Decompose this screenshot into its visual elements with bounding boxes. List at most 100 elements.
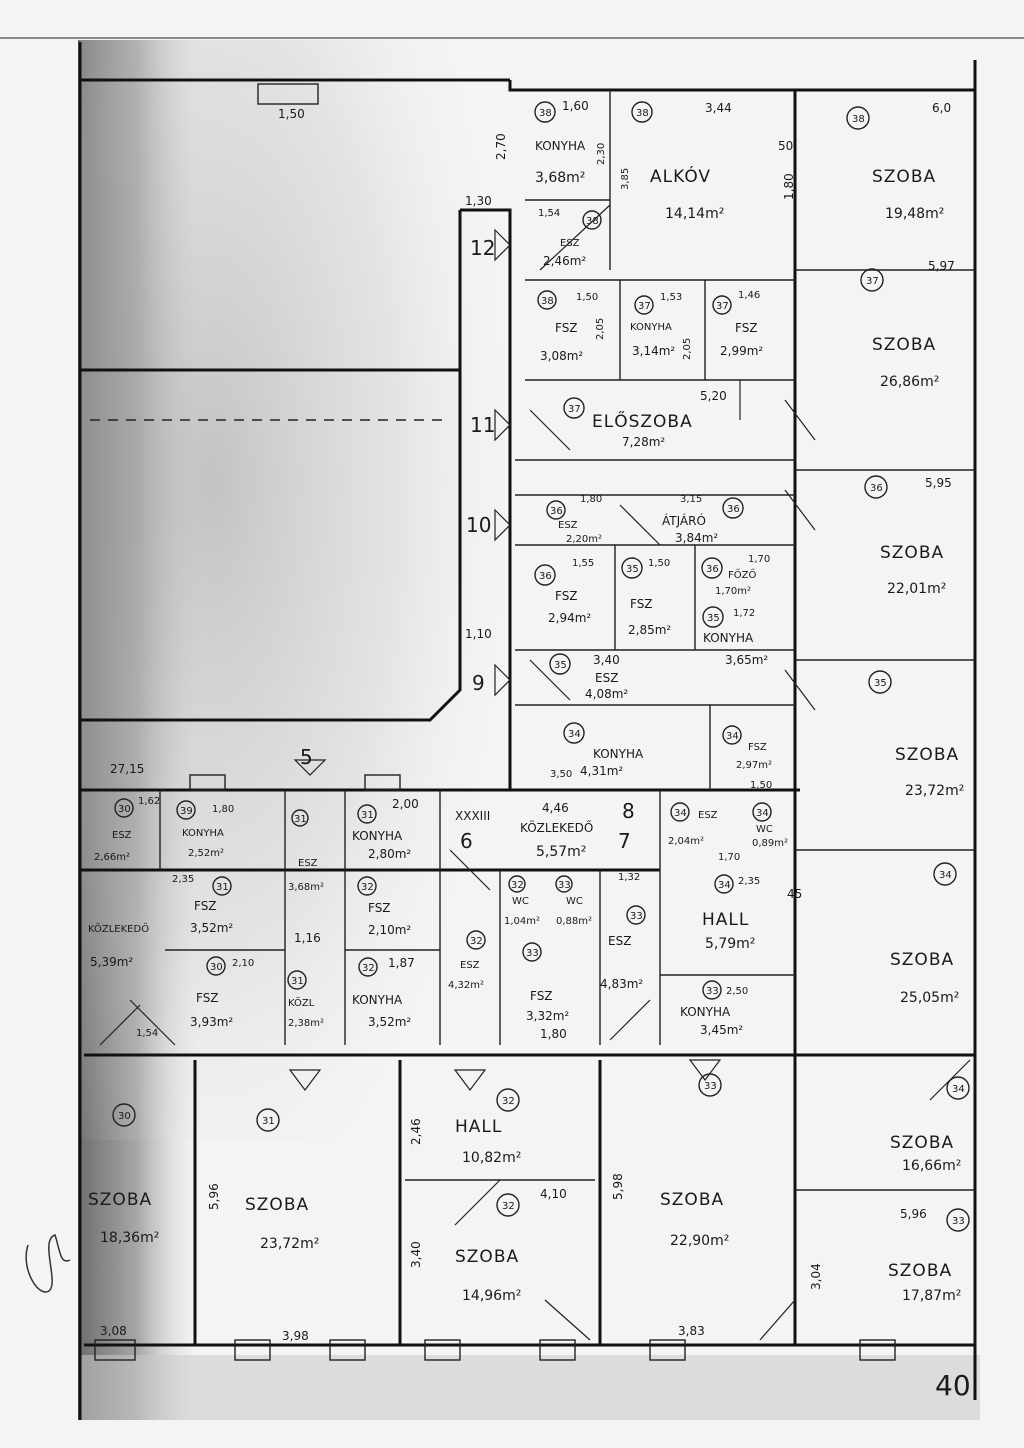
room-area: 3,14m² <box>632 344 675 358</box>
room-area: 5,79m² <box>705 936 755 952</box>
room-number: 34 <box>952 1084 965 1095</box>
room-dim: 1,80 <box>212 804 234 815</box>
room-dim: 3,40 <box>593 653 620 667</box>
stair-label-7: 7 <box>618 829 631 853</box>
room-35-fsz: 35 1,50 FSZ 2,85m² <box>621 557 671 637</box>
room-number: 31 <box>291 976 304 987</box>
room-32-esz: 32 ESZ 4,32m² <box>448 930 486 991</box>
room-name: KONYHA <box>535 139 586 153</box>
room-dim: 2,35 <box>172 874 194 885</box>
room-number: 37 <box>638 301 651 312</box>
room-name: FSZ <box>555 321 578 335</box>
room-area: 4,32m² <box>448 980 484 991</box>
room-name: ESZ <box>298 858 318 869</box>
room-dim: 3,50 <box>550 769 572 780</box>
room-number: 33 <box>526 948 539 959</box>
room-area: 3,52m² <box>190 921 233 935</box>
room-name: FŐZŐ <box>728 567 756 581</box>
room-area: 4,08m² <box>585 687 628 701</box>
room-area: 3,84m² <box>675 531 718 545</box>
room-name: SZOBA <box>888 1261 952 1281</box>
room-33-wc: 33 WC 0,88m² <box>555 875 592 927</box>
room-name: ESZ <box>560 238 580 249</box>
room-number: 35 <box>874 678 887 689</box>
room-36-fsz: 36 1,55 FSZ 2,94m² <box>534 558 594 625</box>
room-name: SZOBA <box>660 1190 724 1210</box>
room-dim: 1,87 <box>388 956 415 970</box>
stair-label-5: 5 <box>300 745 313 769</box>
room-34-szoba: 34 SZOBA 25,05m² <box>890 862 959 1006</box>
room-area: 2,94m² <box>548 611 591 625</box>
room-dim: 6,0 <box>932 101 951 115</box>
misc-dimensions: 1,50 1,30 2,70 1,10 27,15 50 1,80 45 3,0… <box>100 107 927 1343</box>
room-area: 5,57m² <box>536 844 586 860</box>
room-number: 38 <box>852 114 865 125</box>
dim-383: 3,83 <box>678 1324 705 1338</box>
room-36-atjaro: 36 3,15 ÁTJÁRÓ 3,84m² <box>662 494 744 545</box>
room-area: 19,48m² <box>885 206 944 222</box>
room-number: 34 <box>568 729 581 740</box>
room-kozlekedo: 4,46 KÖZLEKEDŐ 5,57m² <box>520 801 593 860</box>
room-31-kozl: 31 1,16 KÖZL 2,38m² <box>287 931 324 1029</box>
room-area: 3,68m² <box>288 882 324 893</box>
room-name: ESZ <box>558 520 578 531</box>
dim-308: 3,08 <box>100 1324 127 1338</box>
room-number: 33 <box>706 986 719 997</box>
room-34-hall: 34 2,35 HALL 5,79m² <box>702 874 760 952</box>
room-dim: 1,55 <box>572 558 594 569</box>
dim-130: 1,30 <box>465 194 492 208</box>
room-number: 34 <box>674 808 687 819</box>
room-name: KONYHA <box>182 828 224 839</box>
room-name: SZOBA <box>880 543 944 563</box>
room-dim: 2,35 <box>738 876 760 887</box>
room-38-fsz: 38 1,50 FSZ 3,08m² 2,05 <box>537 290 606 363</box>
room-number: 30 <box>118 804 131 815</box>
handwritten-signature <box>25 1234 71 1293</box>
room-number: 31 <box>262 1116 275 1127</box>
room-number: 33 <box>952 1216 965 1227</box>
room-name: FSZ <box>555 589 578 603</box>
room-number: 33 <box>704 1081 717 1092</box>
room-dim: 2,50 <box>726 986 748 997</box>
interior-walls <box>159 90 975 1345</box>
room-area: 7,28m² <box>622 435 665 449</box>
room-38-szoba: 38 6,0 SZOBA 19,48m² <box>846 101 951 222</box>
room-number: 36 <box>727 504 740 515</box>
room-area: 2,46m² <box>543 254 586 268</box>
room-number: 38 <box>539 108 552 119</box>
room-area: 0,89m² <box>752 838 788 849</box>
room-33-esz: 33 1,32 ESZ 4,83m² <box>600 872 646 991</box>
room-name: FSZ <box>748 742 767 753</box>
room-38-kitchen: 38 1,60 KONYHA 3,68m² 2,30 <box>534 99 607 186</box>
room-number: 32 <box>511 880 524 891</box>
room-area: 14,14m² <box>665 206 724 222</box>
stair-label-9: 9 <box>472 671 485 695</box>
room-number: 34 <box>718 880 731 891</box>
room-name: SZOBA <box>890 950 954 970</box>
stair-label-11: 11 <box>470 413 495 437</box>
room-name: WC <box>512 896 529 907</box>
room-number: 36 <box>539 571 552 582</box>
room-39-konyha: 39 1,80 KONYHA 2,52m² <box>176 800 234 859</box>
room-37-konyha: 37 1,53 KONYHA 3,14m² 2,05 <box>630 292 693 360</box>
room-number: 37 <box>568 404 581 415</box>
room-area: 3,68m² <box>535 170 585 186</box>
room-37-fsz: 37 1,46 FSZ 2,99m² <box>712 290 763 358</box>
room-30-szoba: 30 1,54 SZOBA 18,36m² <box>88 1028 159 1246</box>
room-name: FSZ <box>368 901 391 915</box>
room-number: 33 <box>630 911 643 922</box>
outer-walls <box>78 42 977 1420</box>
scan-bottom-strip <box>80 1355 980 1420</box>
room-area: 2,99m² <box>720 344 763 358</box>
room-30-kozlekedo: KÖZLEKEDŐ 5,39m² <box>88 921 149 969</box>
stair-label-12: 12 <box>470 236 495 260</box>
room-name: ESZ <box>595 671 618 685</box>
room-name: ESZ <box>112 830 132 841</box>
room-area: 2,85m² <box>628 623 671 637</box>
room-35-esz: 35 3,40 ESZ 4,08m² <box>549 653 628 701</box>
dim-398: 3,98 <box>282 1329 309 1343</box>
room-34-wc: 34 WC 0,89m² 1,70 <box>718 802 788 863</box>
room-number: 32 <box>502 1201 515 1212</box>
room-name: KONYHA <box>630 322 672 333</box>
room-name: SZOBA <box>88 1190 152 1210</box>
